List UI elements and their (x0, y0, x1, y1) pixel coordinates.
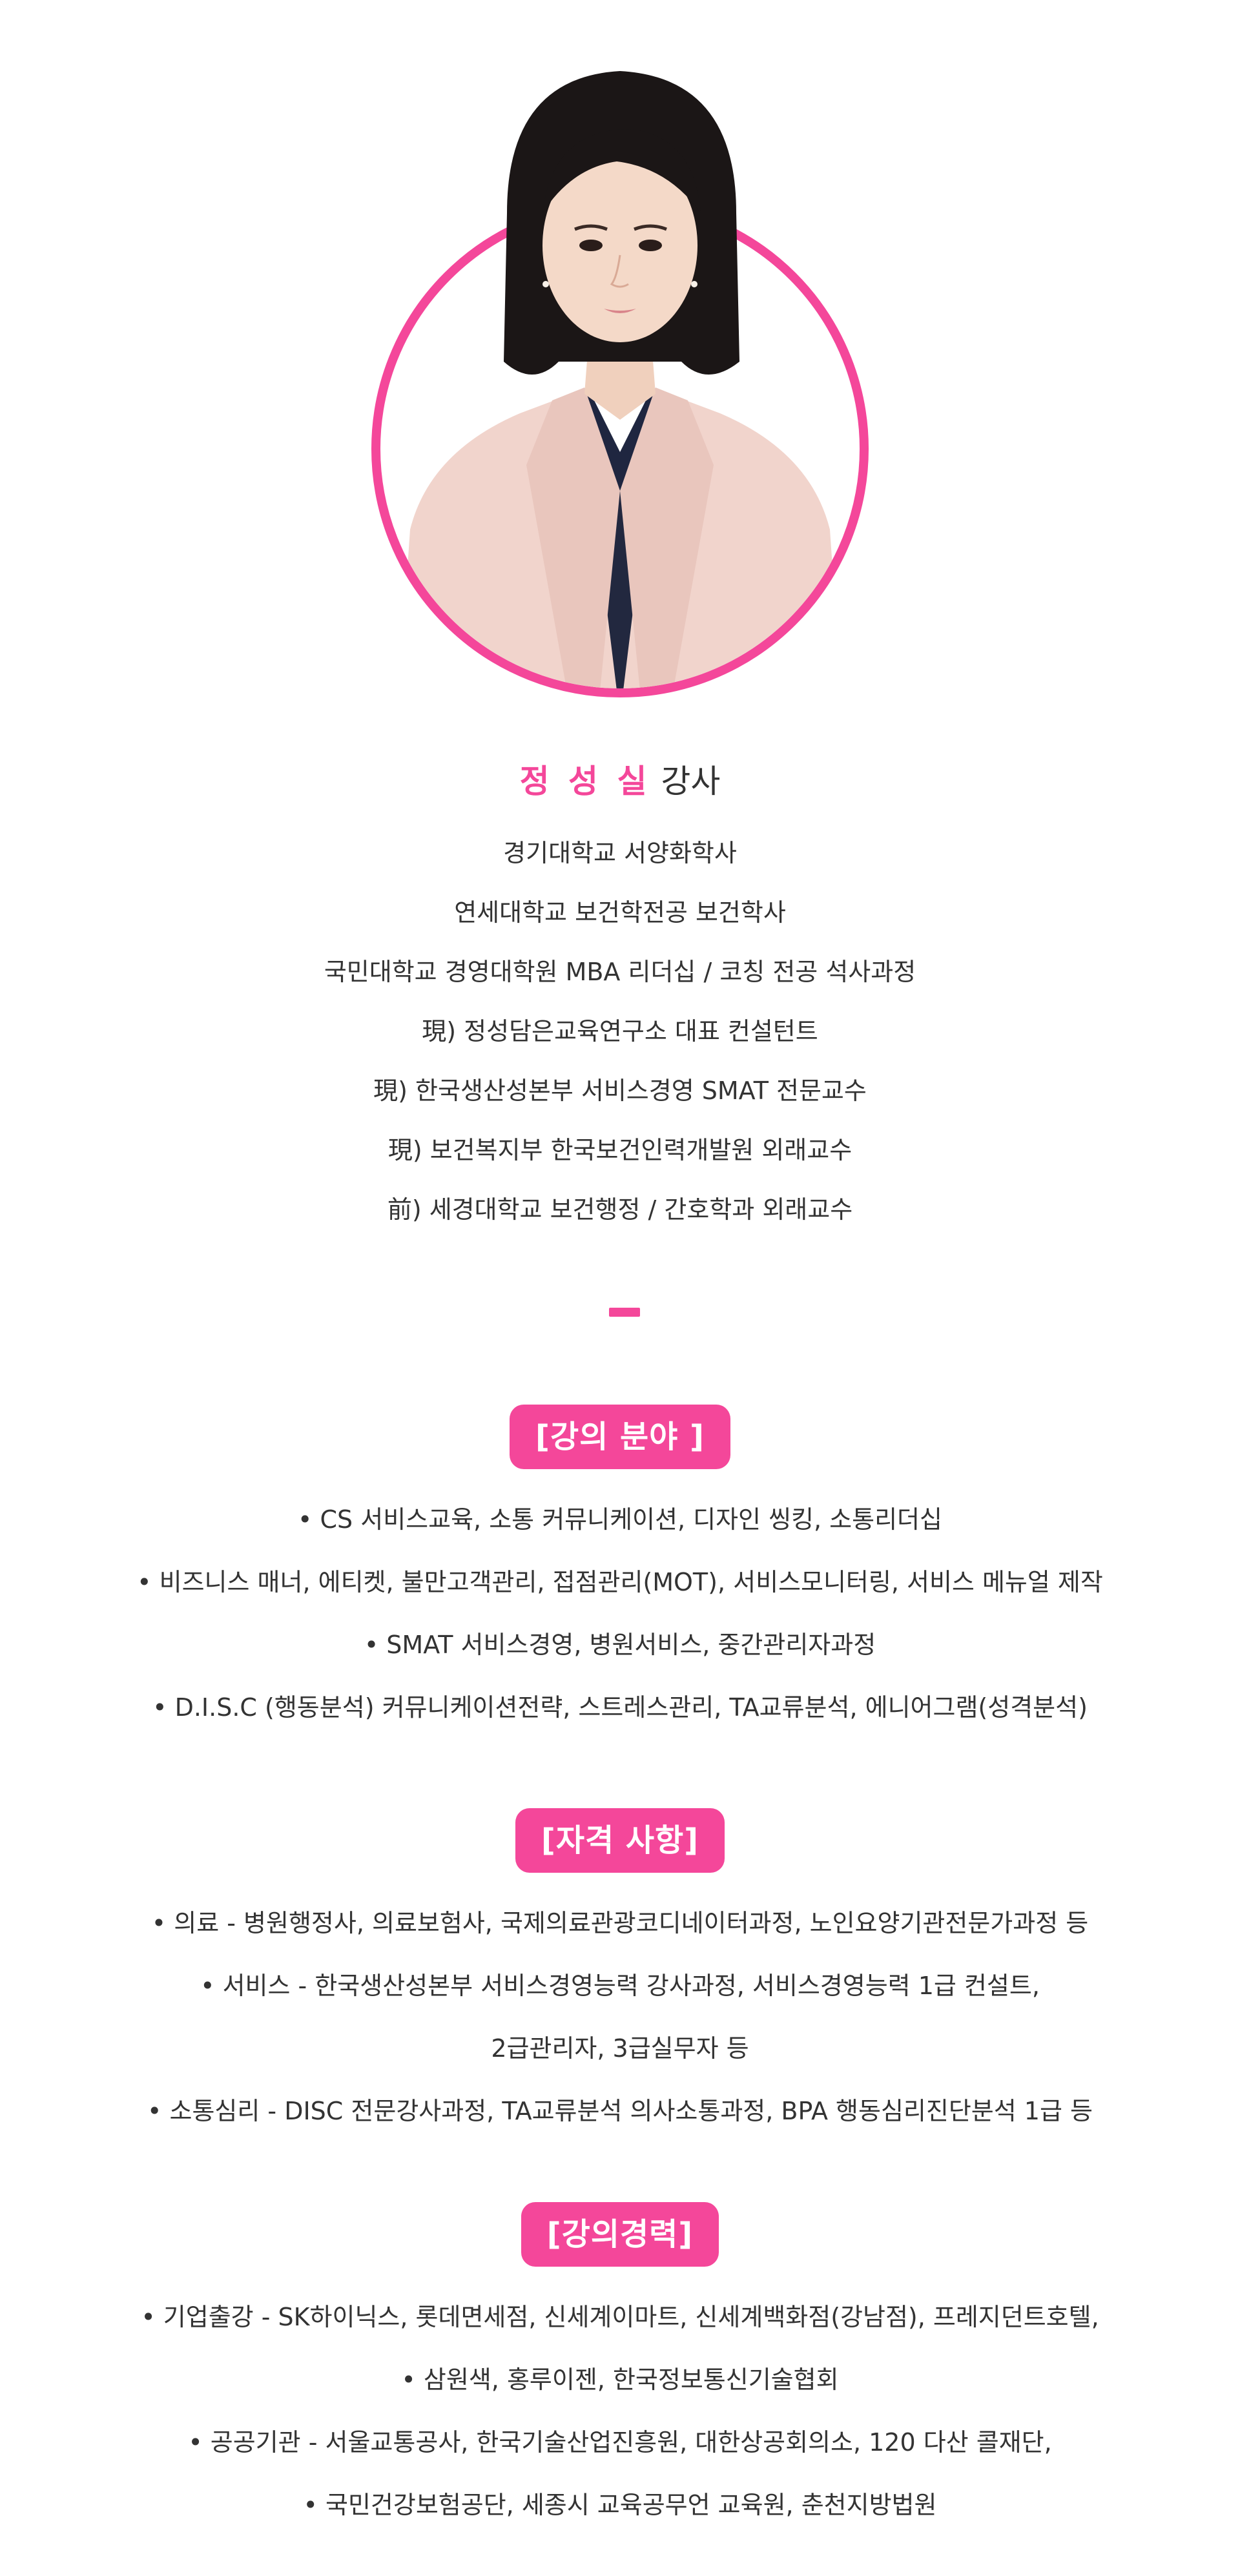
section-heading: [자격 사항] (515, 1808, 725, 1873)
lecture-fields-section: [강의 분야 ] • CS 서비스교육, 소통 커뮤니케이션, 디자인 씽킹, … (0, 1405, 1240, 1739)
bio-line: 국민대학교 경영대학원 MBA 리더십 / 코칭 전공 석사과정 (324, 958, 916, 986)
section-items: • 기업출강 - SK하이닉스, 롯데면세점, 신세계이마트, 신세계백화점(강… (0, 2286, 1240, 2537)
bio-line: 경기대학교 서양화학사 (503, 839, 737, 867)
bio-line: 現) 한국생산성본부 서비스경영 SMAT 전문교수 (373, 1077, 867, 1105)
list-item: • 기업출강 - SK하이닉스, 롯데면세점, 신세계이마트, 신세계백화점(강… (141, 2303, 1099, 2331)
section-heading: [강의경력] (521, 2202, 719, 2267)
section-items: • CS 서비스교육, 소통 커뮤니케이션, 디자인 씽킹, 소통리더십 • 비… (0, 1489, 1240, 1739)
profile-photo (358, 0, 882, 717)
bio-line: 前) 세경대학교 보건행정 / 간호학과 외래교수 (387, 1195, 853, 1224)
bio-list: 경기대학교 서양화학사 연세대학교 보건학전공 보건학사 국민대학교 경영대학원… (0, 823, 1240, 1239)
bio-line: 現) 보건복지부 한국보건인력개발원 외래교수 (388, 1136, 852, 1164)
list-item: • SMAT 서비스경영, 병원서비스, 중간관리자과정 (364, 1631, 876, 1659)
instructor-portrait (397, 71, 843, 688)
instructor-title: 강사 (661, 763, 721, 800)
list-item: • 서비스 - 한국생산성본부 서비스경영능력 강사과정, 서비스경영능력 1급… (200, 1972, 1040, 2000)
list-item: • 소통심리 - DISC 전문강사과정, TA교류분석 의사소통과정, BPA… (147, 2097, 1093, 2125)
lecture-career-section: [강의경력] • 기업출강 - SK하이닉스, 롯데면세점, 신세계이마트, 신… (0, 2202, 1240, 2537)
list-item: • CS 서비스교육, 소통 커뮤니케이션, 디자인 씽킹, 소통리더십 (298, 1505, 942, 1534)
section-heading: [강의 분야 ] (510, 1405, 730, 1469)
list-item: • 국민건강보험공단, 세종시 교육공무언 교육원, 춘천지방법원 (303, 2491, 937, 2519)
list-item: • 의료 - 병원행정사, 의료보험사, 국제의료관광코디네이터과정, 노인요양… (151, 1909, 1089, 1937)
section-divider (609, 1308, 640, 1317)
list-item: • 삼원색, 홍루이젠, 한국정보통신기술협회 (401, 2365, 839, 2394)
list-item: 2급관리자, 3급실무자 등 (491, 2034, 749, 2063)
list-item: • 공공기관 - 서울교통공사, 한국기술산업진흥원, 대한상공회의소, 120… (188, 2428, 1052, 2457)
qualifications-section: [자격 사항] • 의료 - 병원행정사, 의료보험사, 국제의료관광코디네이터… (0, 1808, 1240, 2143)
instructor-name: 정 성 실 (519, 763, 651, 800)
list-item: • 비즈니스 매너, 에티켓, 불만고객관리, 접점관리(MOT), 서비스모니… (137, 1568, 1103, 1596)
name-line: 정 성 실 강사 (0, 759, 1240, 804)
bio-line: 연세대학교 보건학전공 보건학사 (454, 898, 786, 927)
bio-line: 現) 정성담은교육연구소 대표 컨설턴트 (422, 1017, 818, 1046)
list-item: • D.I.S.C (행동분석) 커뮤니케이션전략, 스트레스관리, TA교류분… (152, 1693, 1088, 1722)
section-items: • 의료 - 병원행정사, 의료보험사, 국제의료관광코디네이터과정, 노인요양… (0, 1892, 1240, 2143)
